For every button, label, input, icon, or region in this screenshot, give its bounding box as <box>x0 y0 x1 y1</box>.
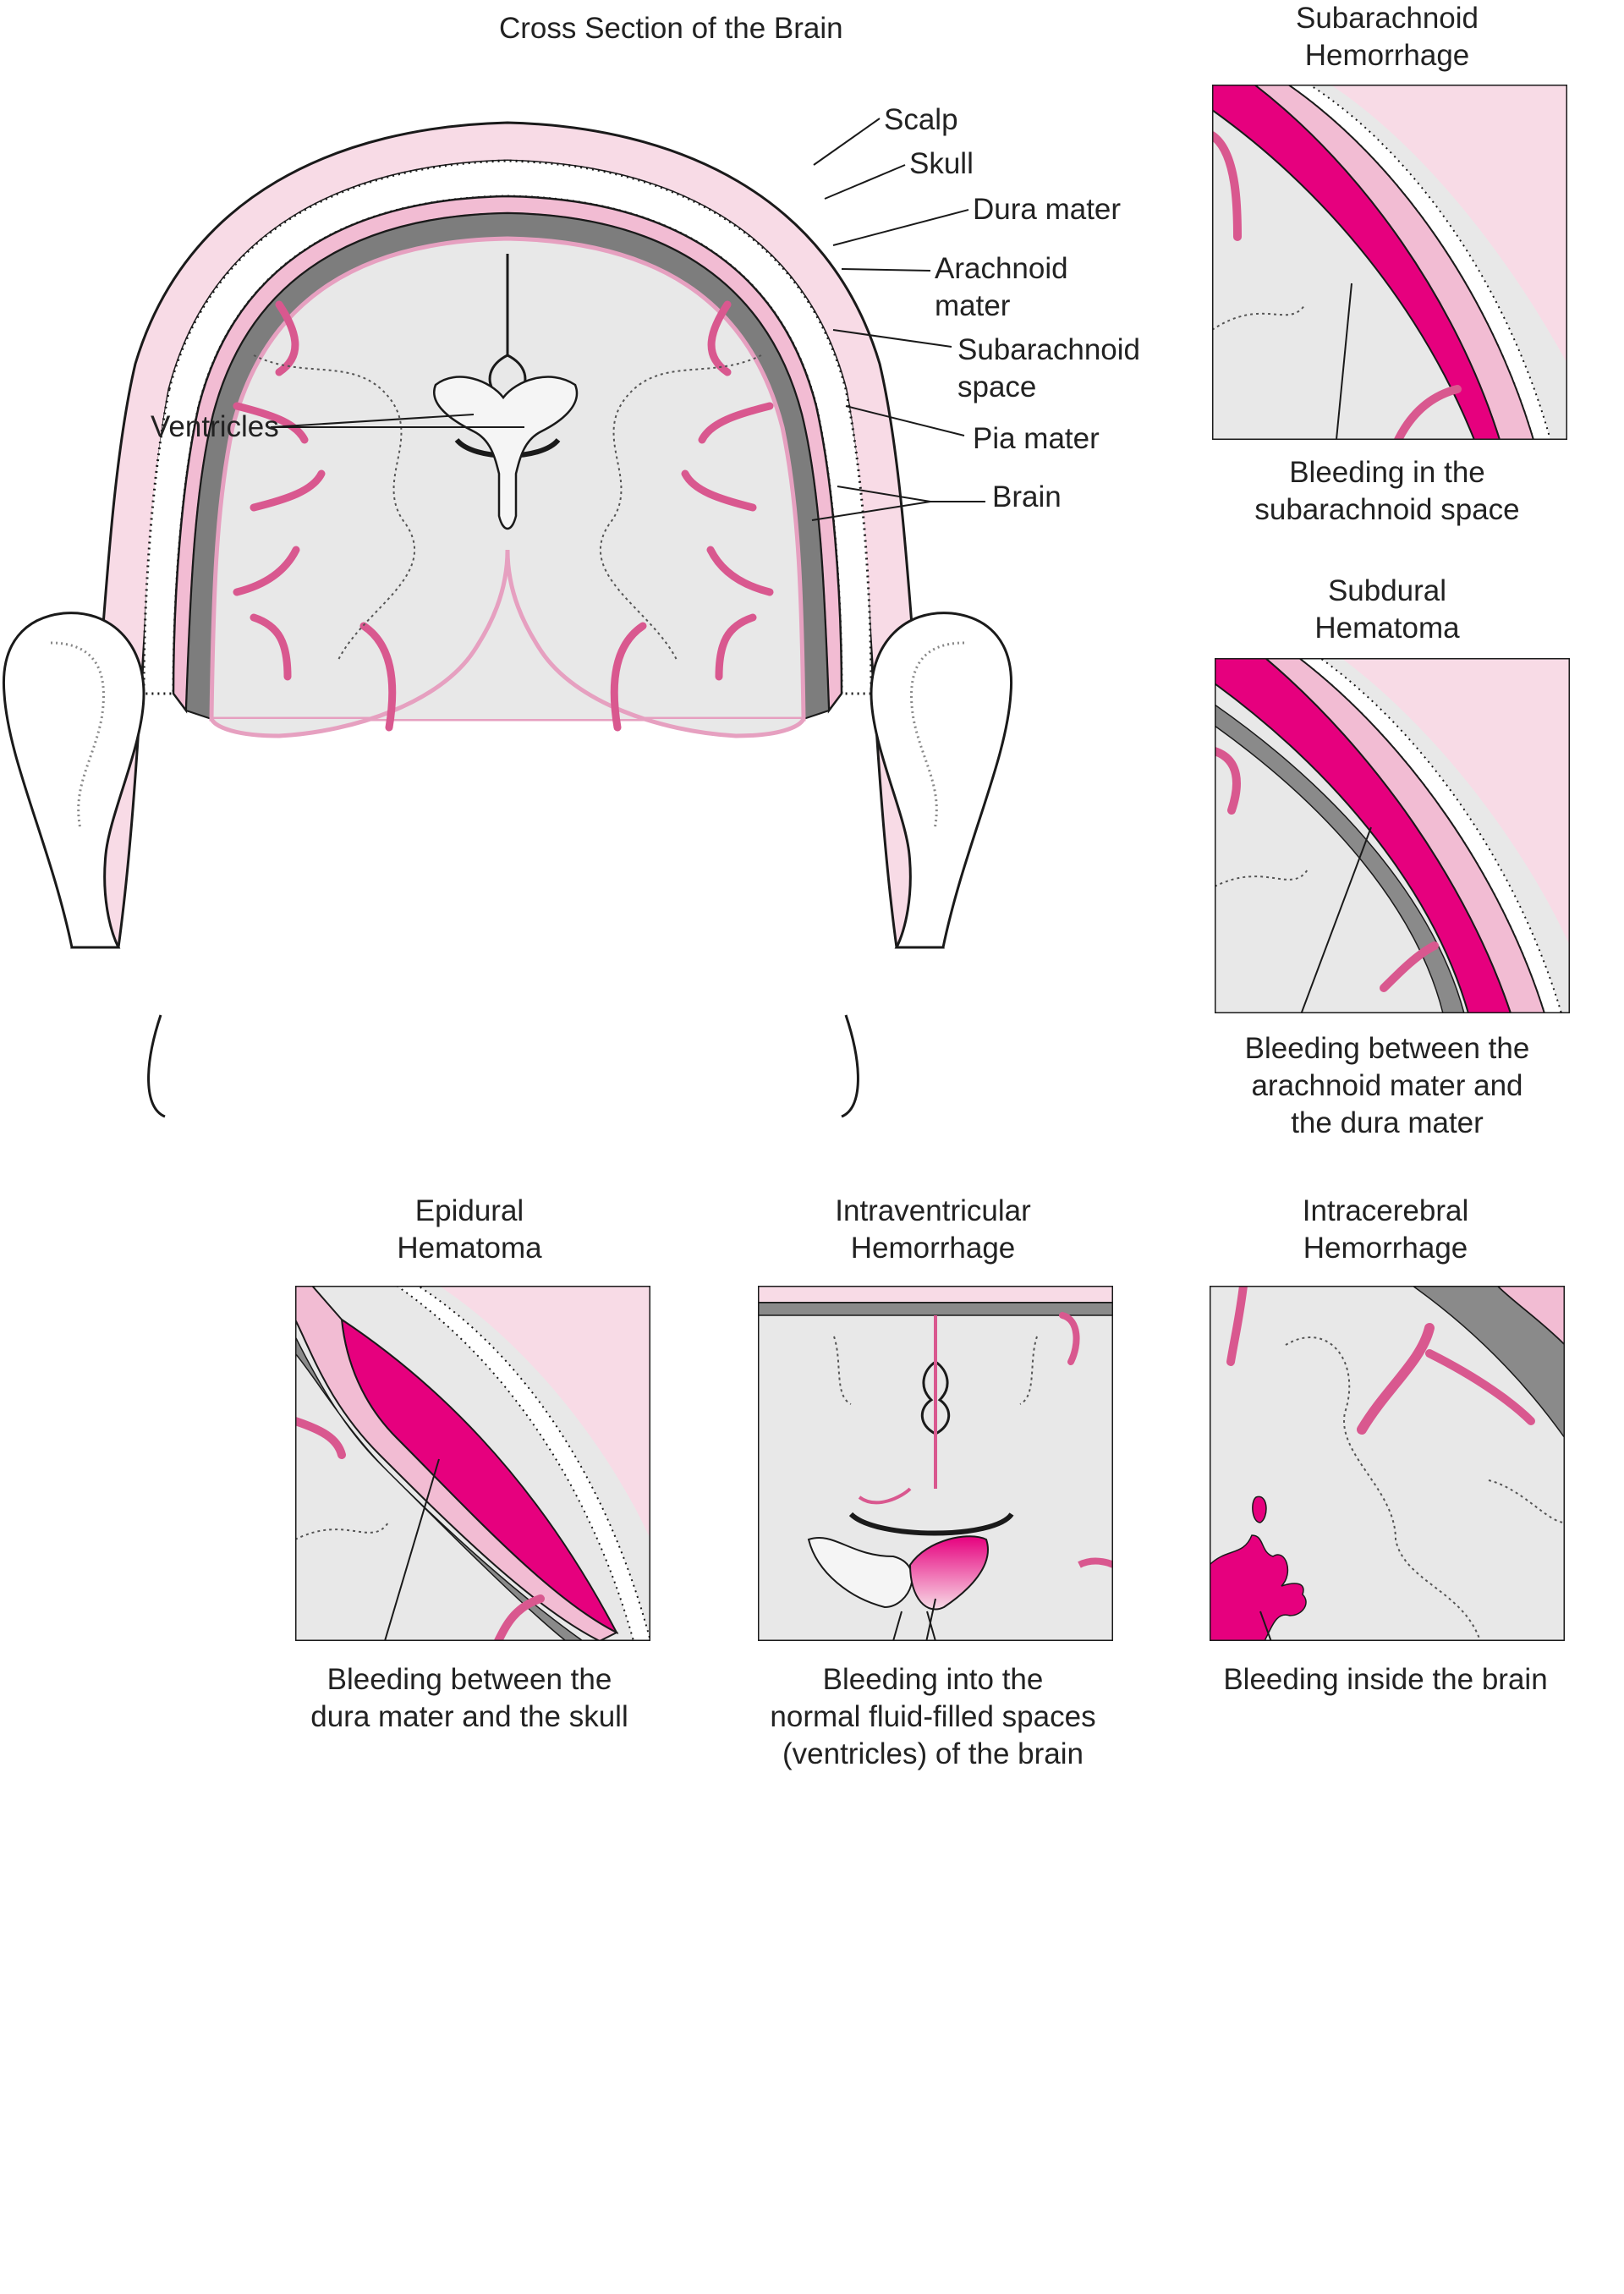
intraventricular-caption: Bleeding into the normal fluid-filled sp… <box>770 1663 1096 1770</box>
epidural-title: Epidural Hematoma <box>397 1194 542 1265</box>
epidural-panel <box>295 1286 650 1641</box>
subarachnoid-caption: Bleeding in the subarachnoid space <box>1254 456 1520 526</box>
intracerebral-caption: Bleeding inside the brain <box>1223 1663 1548 1696</box>
subdural-title: Subdural Hematoma <box>1314 574 1460 645</box>
label-brain: Brain <box>992 480 1062 513</box>
intracerebral-panel <box>1210 1286 1565 1641</box>
subdural-panel <box>1215 658 1570 1013</box>
label-dura-mater: Dura mater <box>973 193 1122 226</box>
label-skull: Skull <box>909 147 974 180</box>
intraventricular-panel <box>758 1286 1113 1641</box>
label-subarachnoid-space: Subarachnoid space <box>957 333 1140 403</box>
left-ear <box>2 612 145 949</box>
label-ventricles: Ventricles <box>151 410 279 443</box>
label-arachnoid-mater: Arachnoid mater <box>935 252 1068 322</box>
right-ear <box>870 612 1013 949</box>
epidural-caption: Bleeding between the dura mater and the … <box>310 1663 628 1733</box>
subdural-caption: Bleeding between the arachnoid mater and… <box>1244 1032 1530 1139</box>
intraventricular-bleed <box>908 1535 989 1611</box>
subarachnoid-title: Subarachnoid Hemorrhage <box>1296 2 1479 72</box>
intracerebral-bleed <box>1210 1534 1307 1641</box>
intracerebral-title: Intracerebral Hemorrhage <box>1302 1194 1469 1265</box>
label-pia-mater: Pia mater <box>973 422 1100 455</box>
subarachnoid-panel <box>1212 85 1567 440</box>
intraventricular-title: Intraventricular Hemorrhage <box>835 1194 1031 1265</box>
main-title: Cross Section of the Brain <box>499 12 843 45</box>
label-scalp: Scalp <box>884 103 958 136</box>
